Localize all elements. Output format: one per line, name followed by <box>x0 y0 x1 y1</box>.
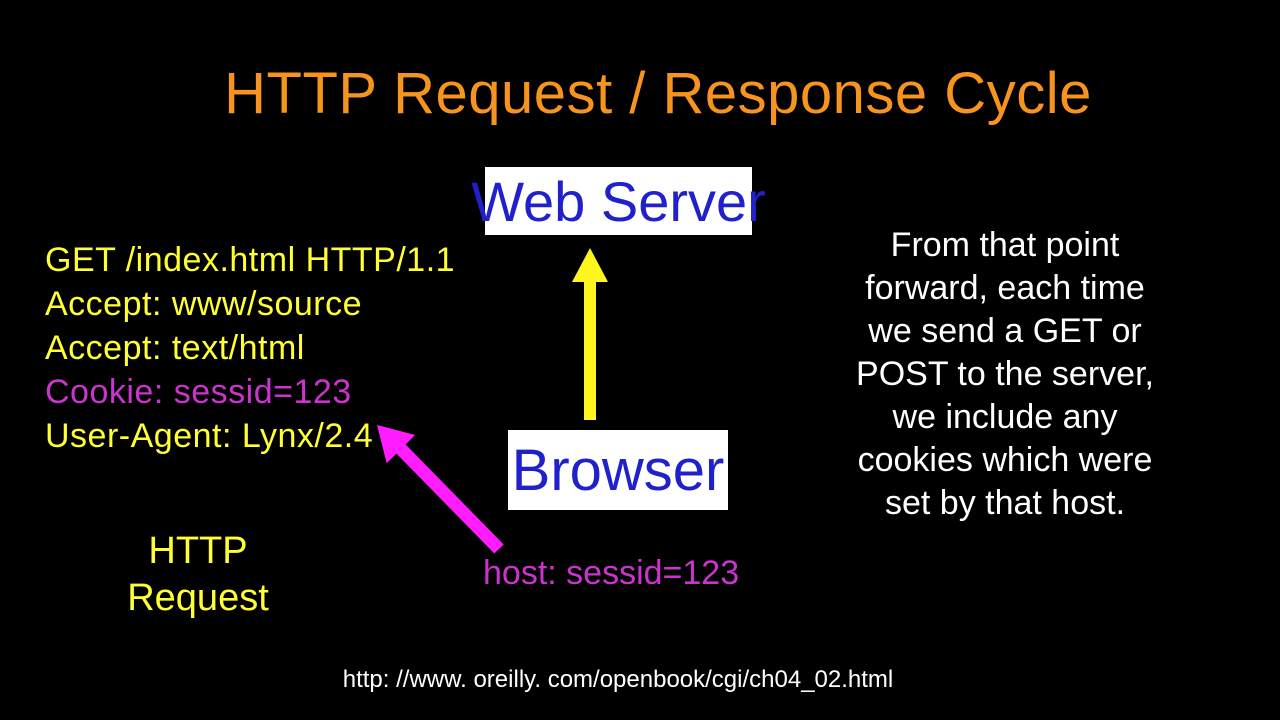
request-arrow-yellow <box>572 248 608 420</box>
yellow-arrow-shaft <box>584 280 596 420</box>
magenta-arrow-head-icon <box>377 425 416 464</box>
yellow-arrow-head-icon <box>572 248 608 282</box>
magenta-arrow-shaft <box>395 443 504 554</box>
cookie-arrow-magenta <box>377 425 504 554</box>
